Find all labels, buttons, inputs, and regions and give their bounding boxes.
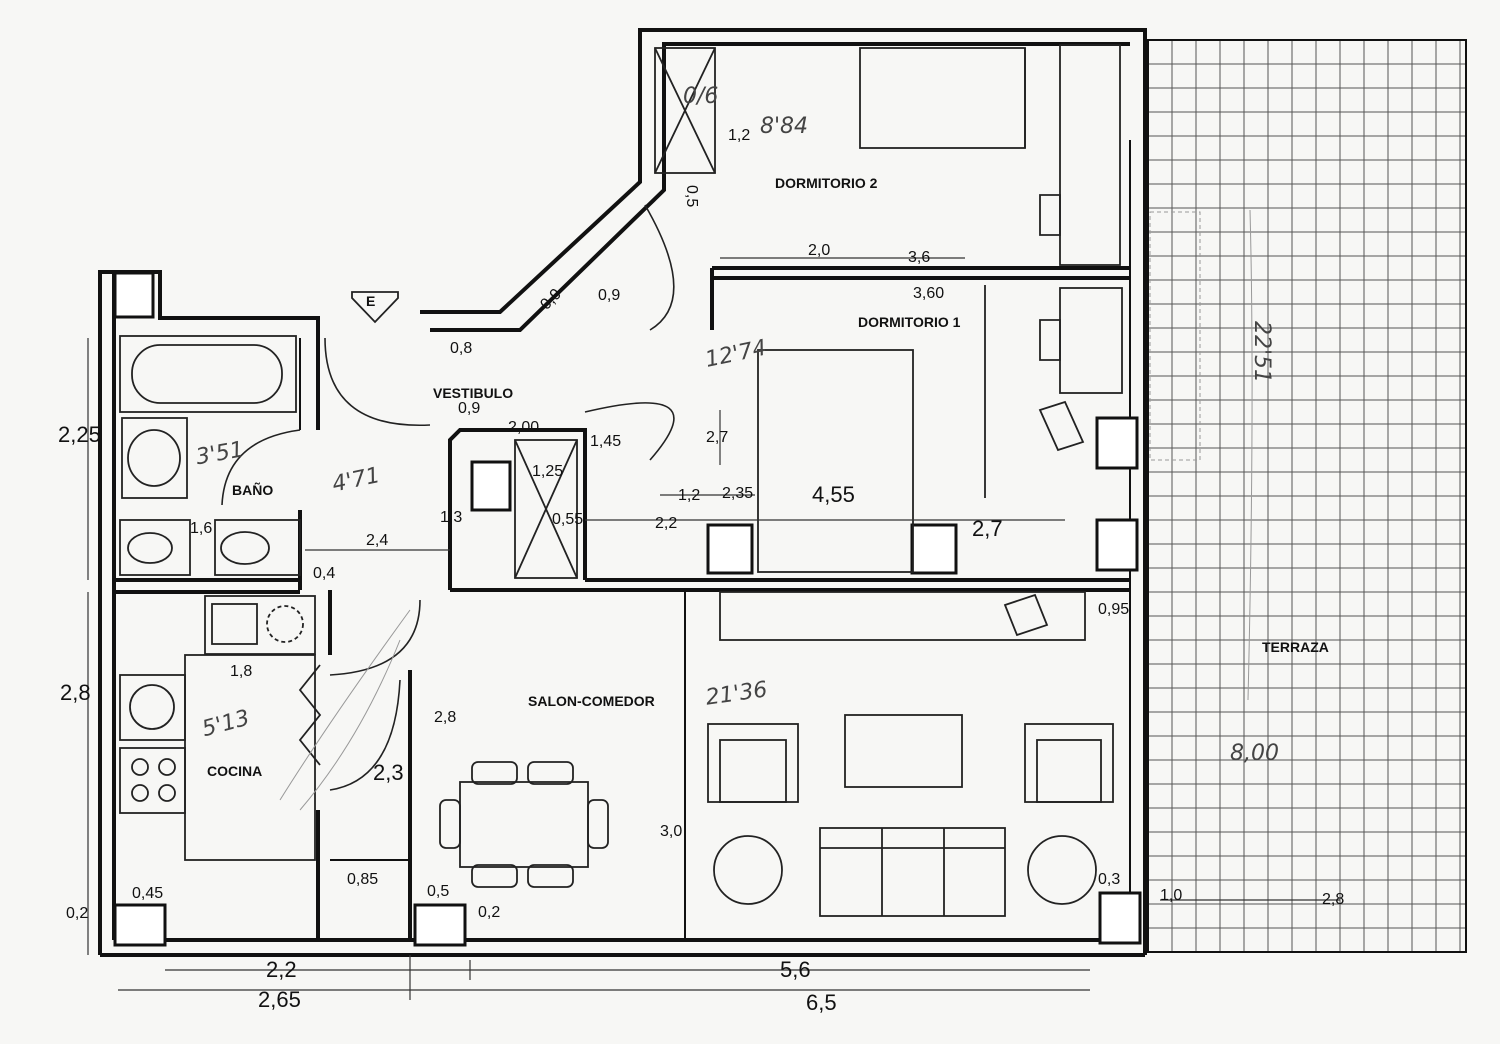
- hand-d1-area: 12'74: [703, 336, 769, 373]
- dim-cocina-23: 2,3: [373, 760, 404, 785]
- room-salon-comedor: SALON-COMEDOR: [528, 693, 655, 709]
- dim-vest-055: 0,55: [552, 511, 583, 528]
- room-vestibulo: VESTIBULO: [433, 385, 513, 401]
- dim-d2-small: 0,5: [683, 185, 700, 207]
- dim-d2-wardrobe: 1,2: [728, 127, 750, 144]
- hand-terr-area: 22'51: [1249, 321, 1274, 383]
- dim-d1-a: 1,2: [678, 487, 700, 504]
- pillars: [113, 271, 1142, 947]
- dim-salon-30: 3,0: [660, 823, 682, 840]
- dim-d1-top: 3,60: [913, 285, 944, 302]
- dim-bottom-265: 2,65: [258, 987, 301, 1012]
- dim-salon-095: 0,95: [1098, 601, 1129, 618]
- room-dormitorio-1: DORMITORIO 1: [858, 314, 961, 330]
- doors: [221, 204, 675, 791]
- room-cocina: COCINA: [207, 763, 262, 779]
- dim-d1-c: 2,2: [655, 515, 677, 532]
- dim-d1-bed-v: 2,7: [706, 429, 728, 446]
- dim-door-09b: 0,9: [598, 287, 620, 304]
- dim-terr-28: 2,8: [1322, 891, 1344, 908]
- dim-ent-08: 0,8: [450, 340, 472, 357]
- dim-terr-10: 1,0: [1160, 887, 1182, 904]
- dim-cocina-085: 0,85: [347, 871, 378, 888]
- terrace-tiles: [1147, 39, 1466, 953]
- dim-salon-05: 0,5: [427, 883, 449, 900]
- dim-cocina-18: 1,8: [230, 663, 252, 680]
- room-bano: BAÑO: [232, 481, 273, 498]
- dim-cocina-28: 2,8: [60, 680, 91, 705]
- hand-bano-area: 3'51: [194, 437, 246, 470]
- pencil-marks: [279, 209, 1253, 811]
- furniture: [119, 44, 1123, 917]
- dim-bottom-56: 5,6: [780, 957, 811, 982]
- room-dormitorio-2: DORMITORIO 2: [775, 175, 878, 191]
- dim-terr-800: 8,00: [1230, 741, 1279, 766]
- dim-d1-depth: 2,7: [972, 516, 1003, 541]
- dimension-lines: [87, 257, 1340, 1000]
- terrace-outline: [1147, 39, 1467, 953]
- dim-salon-02: 0,2: [478, 904, 500, 921]
- dim-vest-09: 0,9: [458, 400, 480, 417]
- dim-bottom-22: 2,2: [266, 957, 297, 982]
- dim-vest-200: 2,00: [508, 419, 539, 436]
- hand-salon-area: 21'36: [704, 677, 769, 710]
- room-labels: DORMITORIO 2 DORMITORIO 1 VESTIBULO BAÑO…: [207, 175, 1329, 779]
- entrance-label: E: [366, 293, 375, 309]
- hand-d2-area: 8'84: [760, 114, 808, 139]
- handwritten-areas: 8'84 12'74 3'51 4'71 5'13 21'36 22'51 0/…: [194, 84, 1274, 742]
- entrance-arrow: E: [351, 291, 399, 324]
- dim-bano-16: 1,6: [190, 520, 212, 537]
- dim-d1-b: 2,35: [722, 485, 753, 502]
- dim-cocina-02: 0,2: [66, 905, 88, 922]
- dim-cocina-045: 0,45: [132, 885, 163, 902]
- hand-vest-area: 4'71: [330, 463, 382, 497]
- dim-bottom-65: 6,5: [806, 990, 837, 1015]
- dim-vest-13: 1,3: [440, 509, 462, 526]
- dim-d2-width-b: 3,6: [908, 249, 930, 266]
- dim-bano-14: 2,4: [366, 532, 388, 549]
- walls: [98, 28, 1147, 957]
- dim-vest-145: 1,45: [590, 433, 621, 450]
- hand-cocina-area: 5'13: [200, 706, 253, 743]
- dim-vest-125: 1,25: [532, 463, 563, 480]
- dim-d1-width: 4,55: [812, 482, 855, 507]
- dim-bano-225: 2,25: [58, 422, 101, 447]
- dim-d2-width-a: 2,0: [808, 242, 830, 259]
- dim-bano-04: 0,4: [313, 565, 335, 582]
- dim-salon-28: 2,8: [434, 709, 456, 726]
- dimension-labels: 2,0 3,6 0,5 1,2 3,60 4,55 2,7 2,7 1,2 2,…: [58, 127, 1344, 1015]
- room-terraza: TERRAZA: [1262, 639, 1329, 655]
- hand-wardrobe-mark: 0/6: [683, 84, 718, 109]
- dim-salon-03: 0,3: [1098, 871, 1120, 888]
